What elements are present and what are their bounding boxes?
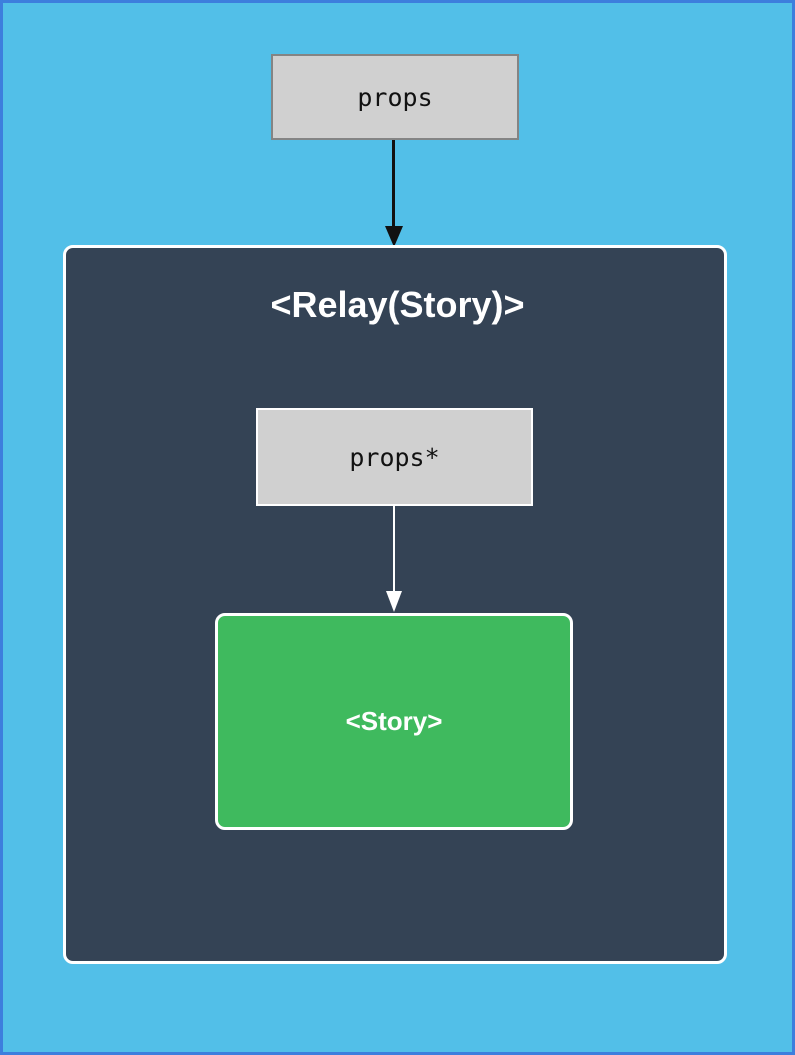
props-box-label: props [357, 82, 433, 112]
props-box: props [271, 54, 519, 140]
props-star-box-label: props* [349, 442, 440, 472]
story-box: <Story> [215, 613, 573, 830]
props-flow-arrow-line [392, 140, 395, 227]
story-box-label: <Story> [345, 706, 443, 736]
props-star-box: props* [256, 408, 533, 506]
props-flow-arrowhead-icon [385, 226, 403, 247]
relay-container-title: <Relay(Story)> [270, 284, 525, 325]
props-star-flow-arrow-line [393, 506, 395, 592]
props-star-flow-arrowhead-icon [386, 591, 402, 612]
